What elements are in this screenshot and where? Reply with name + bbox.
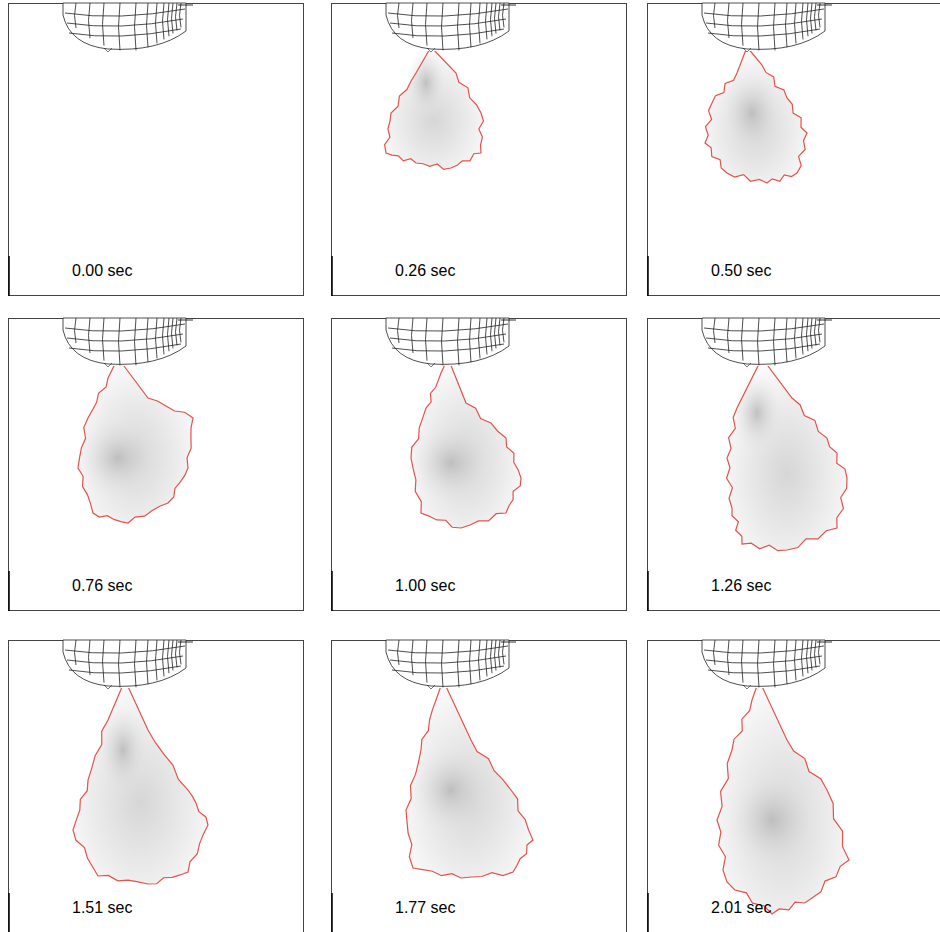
time-label: 1.51 sec bbox=[72, 898, 132, 918]
panel-frame bbox=[9, 641, 304, 932]
time-label: 1.00 sec bbox=[395, 576, 455, 596]
spray-core bbox=[98, 705, 148, 795]
nozzle-mesh bbox=[702, 3, 832, 52]
panel-frame bbox=[332, 4, 627, 296]
time-label: 0.00 sec bbox=[72, 261, 132, 281]
time-label: 0.76 sec bbox=[72, 576, 132, 596]
spray-panel bbox=[9, 640, 304, 932]
spray-panel bbox=[648, 640, 940, 932]
spray-outline bbox=[73, 680, 208, 884]
nozzle-mesh bbox=[63, 3, 193, 52]
axis-tick bbox=[331, 256, 333, 296]
spray-outline bbox=[705, 47, 807, 183]
spray-fill bbox=[78, 358, 193, 523]
axis-tick bbox=[8, 893, 10, 932]
spray-outline bbox=[411, 358, 521, 528]
spray-panel bbox=[648, 318, 940, 611]
spray-panel bbox=[648, 3, 940, 296]
panel-frame bbox=[332, 641, 627, 932]
panel-frame bbox=[648, 319, 940, 611]
axis-tick bbox=[647, 893, 649, 932]
spray-core bbox=[411, 745, 491, 835]
spray-panel bbox=[332, 318, 627, 611]
time-label: 2.01 sec bbox=[711, 898, 771, 918]
spray-outline bbox=[78, 358, 193, 523]
spray-outline bbox=[406, 680, 533, 878]
spray-core bbox=[727, 770, 817, 870]
spray-core bbox=[722, 73, 782, 153]
spray-core bbox=[406, 48, 446, 118]
spray-fill bbox=[73, 680, 208, 884]
nozzle-mesh bbox=[386, 318, 516, 367]
spray-fill bbox=[705, 47, 807, 183]
spray-core bbox=[78, 418, 158, 498]
spray-panel bbox=[9, 318, 304, 611]
time-label: 0.26 sec bbox=[395, 261, 455, 281]
spray-fill bbox=[406, 680, 533, 878]
nozzle-mesh bbox=[63, 640, 193, 689]
axis-tick bbox=[331, 893, 333, 932]
time-label: 0.50 sec bbox=[711, 261, 771, 281]
time-label: 1.77 sec bbox=[395, 898, 455, 918]
spray-panel bbox=[9, 3, 304, 296]
axis-tick bbox=[647, 571, 649, 611]
spray-panel bbox=[332, 640, 627, 932]
axis-tick bbox=[8, 571, 10, 611]
spray-core bbox=[732, 373, 782, 453]
spray-fill bbox=[727, 358, 847, 551]
spray-fill bbox=[385, 47, 484, 169]
spray-panel bbox=[332, 3, 627, 296]
panel-frame bbox=[648, 4, 940, 296]
axis-tick bbox=[331, 571, 333, 611]
nozzle-mesh bbox=[702, 318, 832, 367]
panel-frame bbox=[648, 641, 940, 932]
spray-fill bbox=[717, 680, 849, 914]
panel-frame bbox=[9, 4, 304, 296]
nozzle-mesh bbox=[63, 318, 193, 367]
spray-core bbox=[411, 423, 491, 503]
spray-outline bbox=[717, 680, 849, 914]
nozzle-mesh bbox=[386, 640, 516, 689]
panel-frame bbox=[9, 319, 304, 611]
panel-frame bbox=[332, 319, 627, 611]
time-label: 1.26 sec bbox=[711, 576, 771, 596]
nozzle-mesh bbox=[702, 640, 832, 689]
spray-outline bbox=[385, 47, 484, 169]
axis-tick bbox=[647, 256, 649, 296]
axis-tick bbox=[8, 256, 10, 296]
spray-fill bbox=[411, 358, 521, 528]
nozzle-mesh bbox=[386, 3, 516, 52]
spray-outline bbox=[727, 358, 847, 551]
